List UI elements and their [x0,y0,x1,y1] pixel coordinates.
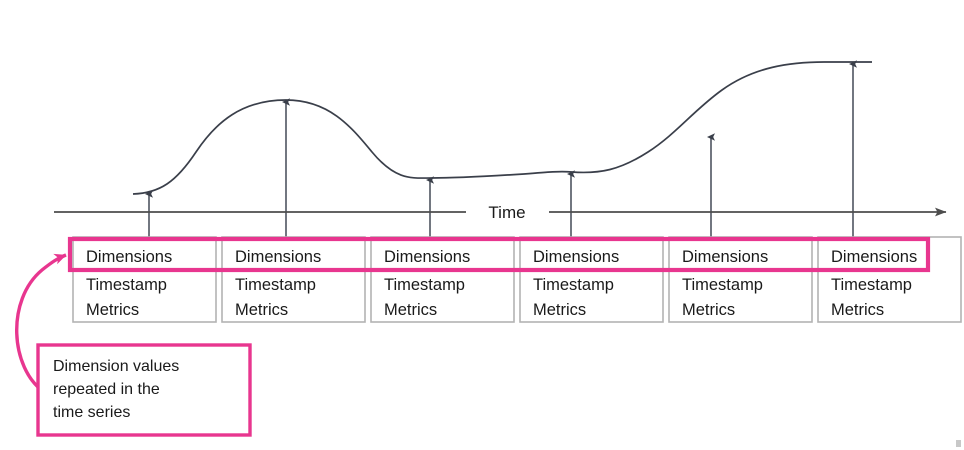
record-box-rect [668,236,813,323]
record-metrics-label: Metrics [235,301,288,319]
callout-note-rect [36,343,252,437]
record-timestamp-label: Timestamp [384,276,465,294]
record-box-rect [72,236,217,323]
record-metrics-label: Metrics [831,301,884,319]
record-metrics-label: Metrics [86,301,139,319]
record-box[interactable]: Dimensions Timestamp Metrics [221,236,366,323]
record-box[interactable]: Dimensions Timestamp Metrics [668,236,813,323]
record-box[interactable]: Dimensions Timestamp Metrics [519,236,664,323]
record-box[interactable]: Dimensions Timestamp Metrics [370,236,515,323]
callout-connector-arrow [15,253,67,394]
record-dimensions-label: Dimensions [384,248,470,266]
record-boxes-group: Dimensions Timestamp Metrics Dimensions … [72,236,962,323]
callout-note: Dimension values repeated in the time se… [36,343,252,437]
corner-watermark-mark [956,440,961,447]
callout-line-3: time series [53,404,130,421]
time-axis-label: Time [488,203,525,222]
record-box-rect [370,236,515,323]
metric-value-curve [132,61,872,195]
record-box[interactable]: Dimensions Timestamp Metrics [817,236,962,323]
callout-line-2: repeated in the [53,381,160,398]
record-dimensions-label: Dimensions [831,248,917,266]
dimensions-highlight-band [67,236,931,273]
record-timestamp-label: Timestamp [235,276,316,294]
record-box[interactable]: Dimensions Timestamp Metrics [72,236,217,323]
callout-line-1: Dimension values [53,358,179,375]
record-box-rect [221,236,366,323]
record-timestamp-label: Timestamp [533,276,614,294]
record-timestamp-label: Timestamp [831,276,912,294]
record-dimensions-label: Dimensions [682,248,768,266]
record-dimensions-label: Dimensions [235,248,321,266]
record-metrics-label: Metrics [682,301,735,319]
record-box-rect [519,236,664,323]
record-dimensions-label: Dimensions [533,248,619,266]
record-metrics-label: Metrics [384,301,437,319]
time-axis-group: Time [54,203,947,222]
record-timestamp-label: Timestamp [86,276,167,294]
record-dimensions-label: Dimensions [86,248,172,266]
record-timestamp-label: Timestamp [682,276,763,294]
record-metrics-label: Metrics [533,301,586,319]
metric-curve-group [132,61,872,195]
